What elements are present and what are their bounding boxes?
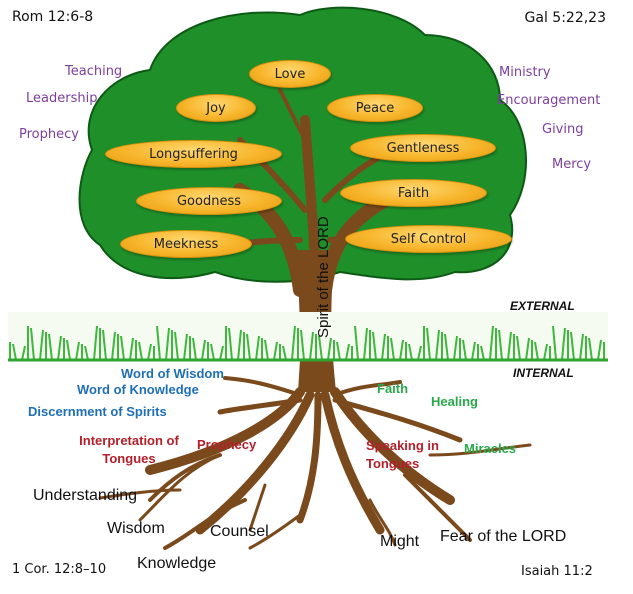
- fruit-love: Love: [249, 60, 331, 88]
- grass-blade: [570, 331, 575, 361]
- grass-blade: [453, 335, 458, 361]
- gift-miracles: Miracles: [464, 441, 517, 456]
- grass-blade: [498, 329, 503, 361]
- grass-blade: [201, 339, 206, 361]
- trunk-label: Spirit of the LORD: [315, 216, 332, 338]
- grass-blade: [111, 331, 116, 361]
- gift-discernment-of-spirits: Discernment of Spirits: [28, 404, 167, 419]
- grass-blade: [426, 327, 431, 361]
- grass-blade: [156, 325, 161, 361]
- grass-blade: [291, 325, 296, 361]
- grass-blade: [471, 341, 476, 361]
- gift-speaking-in-tongues: Speaking in Tongues: [366, 438, 439, 471]
- grass-blade: [435, 329, 440, 361]
- grass-blade: [534, 341, 539, 361]
- gift-interpretation-of-tongues: Interpretation of Tongues: [79, 433, 179, 466]
- grass-blade: [102, 329, 107, 361]
- grass-blade: [129, 337, 134, 361]
- scripture-ref-isaiah: Isaiah 11:2: [521, 564, 593, 579]
- spirit-knowledge: Knowledge: [137, 555, 217, 572]
- fruit-longsuffering: Longsuffering: [105, 140, 282, 168]
- grass-blade: [390, 337, 395, 361]
- grass-blade: [300, 329, 305, 361]
- grass-blade: [183, 333, 188, 361]
- fruit-joy: Joy: [176, 94, 256, 122]
- grass-blade: [363, 327, 368, 361]
- grass-blade: [597, 339, 602, 361]
- grass-blade: [57, 335, 62, 361]
- grass-blade: [75, 341, 80, 361]
- grass-blade: [525, 337, 530, 361]
- spirit-counsel: Counsel: [210, 523, 269, 540]
- scripture-ref-galatians: Gal 5:22,23: [524, 10, 606, 26]
- spirit-understanding: Understanding: [33, 487, 138, 504]
- grass-blade: [354, 325, 359, 361]
- gift-faith: Faith: [377, 381, 409, 396]
- grass-blade: [399, 339, 404, 361]
- grass-blade: [588, 337, 593, 361]
- grass-blade: [507, 331, 512, 361]
- grass-blade: [516, 335, 521, 361]
- internal-label: INTERNAL: [513, 366, 574, 380]
- gift-giving: Giving: [542, 122, 584, 137]
- grass-blade: [255, 335, 260, 361]
- gift-leadership: Leadership: [26, 91, 98, 106]
- gift-healing: Healing: [431, 394, 478, 409]
- gift-word-of-knowledge: Word of Knowledge: [77, 382, 199, 397]
- fruit-meekness: Meekness: [120, 230, 252, 258]
- grass-blade: [93, 325, 98, 361]
- grass-blade: [561, 327, 566, 361]
- grass-blade: [48, 333, 53, 361]
- spirit-fear-of-the-lord: Fear of the LORD: [440, 528, 567, 545]
- gift-encouragement: Encouragement: [497, 93, 601, 108]
- gift-word-of-wisdom: Word of Wisdom: [121, 366, 224, 381]
- grass-blade: [579, 333, 584, 361]
- grass-blade: [246, 333, 251, 361]
- fruit-self-control: Self Control: [345, 225, 512, 253]
- grass-blade: [318, 335, 323, 361]
- grass-blade: [264, 339, 269, 361]
- fruit-faith: Faith: [340, 179, 487, 207]
- fruit-peace: Peace: [327, 94, 423, 122]
- tree-roots: [98, 376, 532, 550]
- grass-blade: [381, 333, 386, 361]
- grass-blade: [39, 329, 44, 361]
- gift-prophecy: Prophecy: [197, 437, 257, 452]
- grass-blade: [237, 329, 242, 361]
- fruit-gentleness: Gentleness: [350, 134, 496, 162]
- grass-blade: [138, 341, 143, 361]
- grass-blade: [552, 325, 557, 361]
- grass-blade: [372, 331, 377, 361]
- grass-blade: [336, 341, 341, 361]
- fruit-goodness: Goodness: [136, 187, 282, 215]
- grass-blade: [327, 337, 332, 361]
- grass-blade: [273, 341, 278, 361]
- grass-blade: [309, 331, 314, 361]
- grass-blade: [228, 327, 233, 361]
- grass-blade: [165, 327, 170, 361]
- gift-ministry: Ministry: [499, 65, 551, 80]
- external-label: EXTERNAL: [510, 299, 575, 313]
- grass-blade: [30, 327, 35, 361]
- grass-blade: [66, 339, 71, 361]
- gift-teaching: Teaching: [65, 64, 123, 79]
- grass-blade: [462, 339, 467, 361]
- grass-blade: [489, 325, 494, 361]
- grass-blade: [444, 333, 449, 361]
- gift-prophecy-motivational: Prophecy: [19, 127, 79, 142]
- grass-blade: [192, 337, 197, 361]
- gift-mercy: Mercy: [552, 157, 592, 172]
- spirit-wisdom: Wisdom: [107, 520, 165, 537]
- grass-blade: [174, 331, 179, 361]
- spirit-might: Might: [380, 533, 420, 550]
- scripture-ref-corinthians: 1 Cor. 12:8–10: [12, 562, 107, 577]
- grass-blade: [120, 335, 125, 361]
- scripture-ref-romans: Rom 12:6-8: [12, 9, 94, 25]
